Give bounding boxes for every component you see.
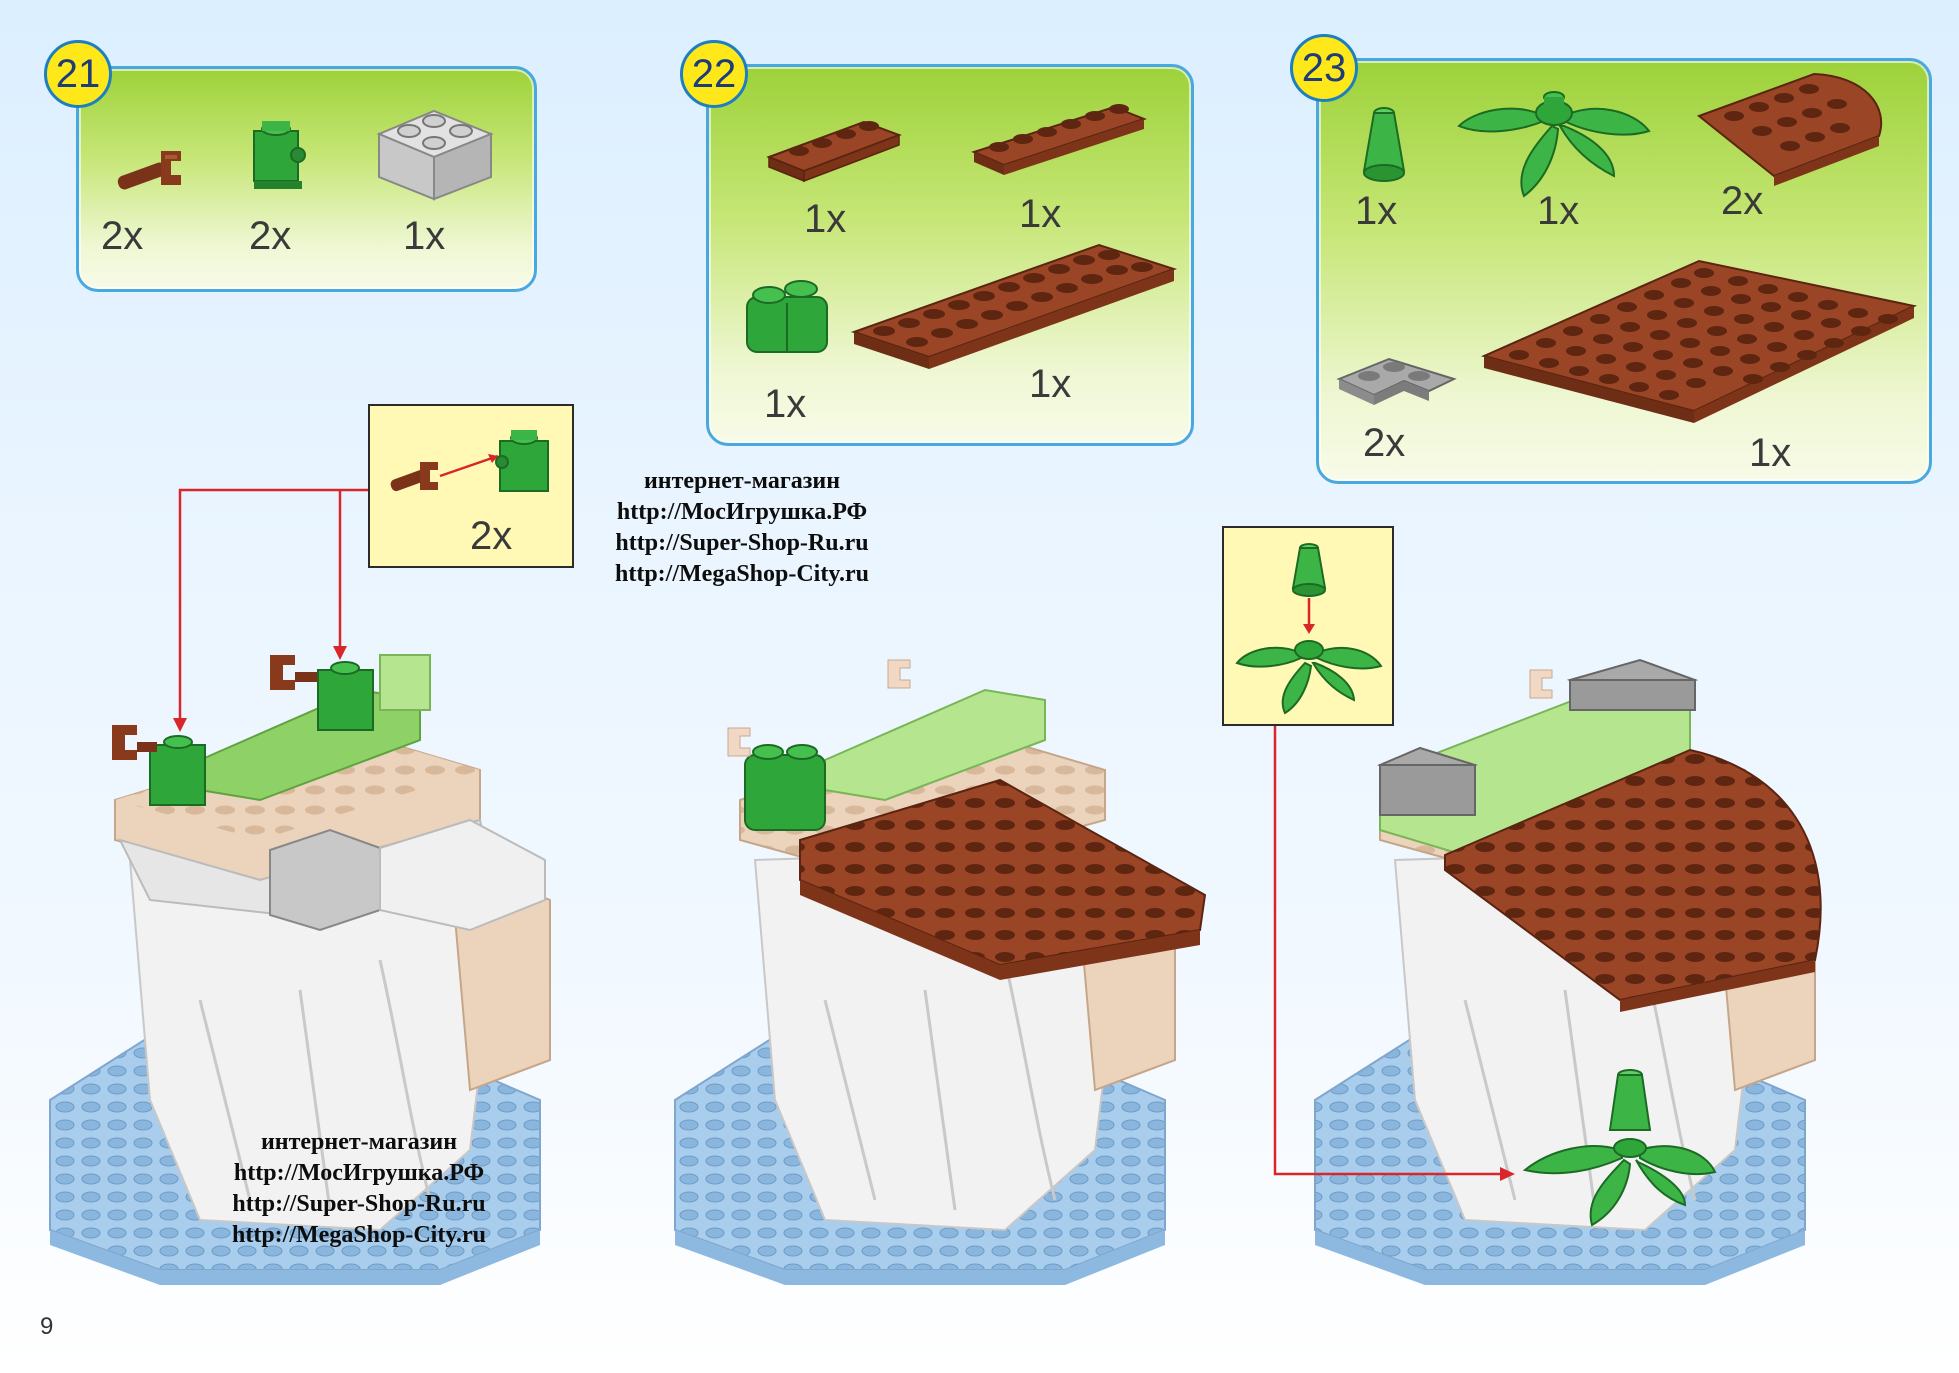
brown-clip-icon	[117, 151, 181, 190]
step-21-subassembly-box: 2x	[368, 404, 574, 568]
step-21-badge: 21	[44, 40, 112, 108]
qty-label: 1x	[764, 382, 807, 426]
step-23-model	[1273, 658, 1822, 1285]
palm-leaves-icon	[1522, 1069, 1717, 1227]
qty-label: 1x	[804, 197, 847, 241]
step-22-parts-panel: 1x 1x 1x	[706, 64, 1194, 446]
qty-label: 1x	[1019, 192, 1062, 236]
gray-corner-plate-icon	[1336, 357, 1457, 405]
step-22-badge: 22	[680, 40, 748, 108]
qty-label: 1x	[1029, 362, 1072, 406]
brown-plate-2x10-icon	[850, 243, 1178, 369]
green-brick-1x2-icon	[744, 744, 826, 831]
brown-plate-1x6-icon	[971, 104, 1147, 175]
green-brick-clip-icon	[253, 121, 306, 189]
brown-plate-1x4-icon	[766, 120, 902, 183]
qty-label: 1x	[1749, 431, 1792, 475]
clip-attach-diagram-icon	[390, 430, 549, 492]
qty-label: 2x	[1721, 179, 1764, 223]
qty-label: 2x	[470, 514, 513, 558]
page-number: 9	[40, 1313, 54, 1340]
qty-label: 1x	[403, 214, 446, 258]
gray-corner-plate-icon	[1376, 658, 1699, 816]
step-21-parts-panel: 2x 2x 1x	[76, 66, 537, 292]
qty-label: 2x	[101, 214, 144, 258]
shop-watermark: интернет-магазин http://МосИгрушка.РФ ht…	[232, 1129, 487, 1248]
brown-wedge-plate-icon	[1696, 72, 1883, 186]
green-brick-1x2-icon	[746, 280, 828, 353]
brown-clip-icon	[112, 655, 317, 760]
step-23-parts-panel: 1x 1x 2x	[1316, 58, 1932, 484]
step-23-badge: 23	[1290, 34, 1358, 102]
green-brick-clip-icon	[149, 661, 374, 806]
palm-assembly-diagram-icon	[1235, 543, 1383, 715]
step-22-model	[674, 659, 1207, 1285]
green-cone-icon	[1362, 107, 1406, 182]
qty-label: 2x	[249, 214, 292, 258]
qty-label: 1x	[1537, 189, 1580, 233]
step-21-model	[49, 488, 551, 1285]
qty-label: 1x	[1355, 189, 1398, 233]
light-gray-brick-2x2-icon	[376, 109, 494, 201]
palm-leaves-icon	[1457, 91, 1651, 198]
step-23-subassembly-box	[1222, 526, 1394, 726]
brown-plate-8x10-icon	[1480, 259, 1918, 423]
shop-watermark: интернет-магазин http://МосИгрушка.РФ ht…	[615, 468, 870, 587]
qty-label: 2x	[1363, 421, 1406, 465]
